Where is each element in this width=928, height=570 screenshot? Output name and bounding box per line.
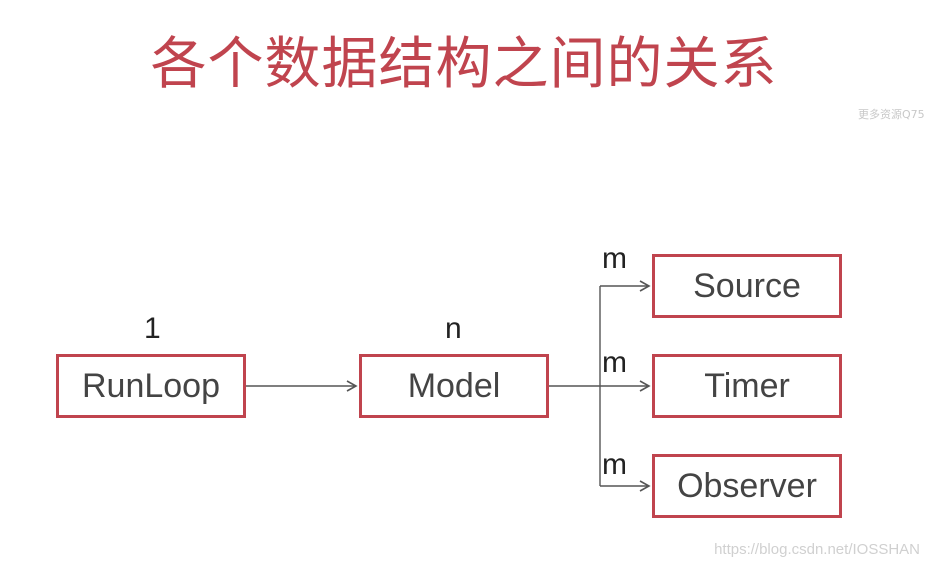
- diagram-title: 各个数据结构之间的关系: [150, 32, 778, 97]
- node-model: Model: [359, 354, 549, 418]
- watermark-top: 更多资源Q75: [858, 108, 925, 121]
- multiplicity-observer: m: [602, 448, 627, 481]
- node-runloop: RunLoop: [56, 354, 246, 418]
- node-observer: Observer: [652, 454, 842, 518]
- node-timer: Timer: [652, 354, 842, 418]
- multiplicity-source: m: [602, 242, 627, 275]
- watermark-bottom: https://blog.csdn.net/IOSSHAN: [714, 541, 920, 558]
- multiplicity-timer: m: [602, 346, 627, 379]
- multiplicity-runloop: 1: [144, 312, 161, 345]
- node-source: Source: [652, 254, 842, 318]
- multiplicity-model: n: [445, 312, 462, 345]
